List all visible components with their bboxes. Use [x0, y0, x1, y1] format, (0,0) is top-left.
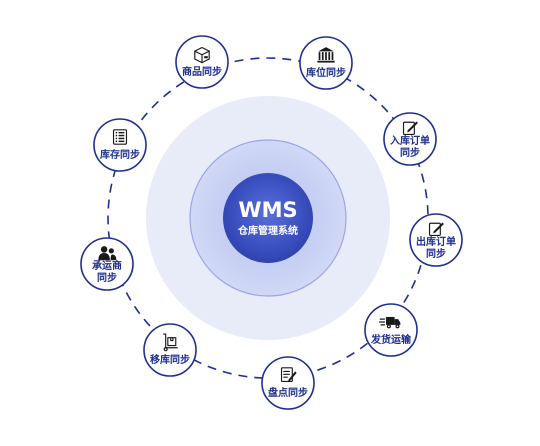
node-label: 库存同步	[100, 148, 140, 161]
node-delivery[interactable]: 发货运输	[364, 303, 418, 357]
node-label: 移库同步	[150, 353, 190, 366]
node-circle	[143, 323, 197, 377]
list-icon	[112, 129, 128, 145]
node-location[interactable]: 库位同步	[299, 36, 353, 90]
node-label: 入库订单	[390, 134, 430, 147]
node-goods[interactable]: 商品同步	[175, 35, 229, 89]
box-icon	[194, 46, 210, 64]
truck-icon	[378, 316, 401, 329]
node-circle	[364, 303, 418, 357]
center-core	[223, 173, 313, 263]
node-circle	[383, 112, 437, 166]
users-icon	[98, 246, 117, 261]
node-label: 同步	[426, 247, 446, 260]
node-stock[interactable]: 库存同步	[93, 118, 147, 172]
node-circle	[409, 213, 463, 267]
center-subtitle: 仓库管理系统	[237, 224, 298, 237]
node-label: 同步	[97, 271, 117, 284]
node-circle	[261, 356, 315, 410]
hand-truck-icon	[162, 333, 178, 352]
node-circle	[80, 237, 134, 291]
center-title: WMS	[238, 198, 297, 222]
node-circle	[93, 118, 147, 172]
node-label: 盘点同步	[268, 386, 308, 399]
node-transfer[interactable]: 移库同步	[143, 323, 197, 377]
node-label: 库位同步	[306, 66, 346, 79]
checklist-icon	[280, 367, 297, 383]
node-label: 同步	[400, 146, 420, 159]
node-check[interactable]: 盘点同步	[261, 356, 315, 410]
node-label: 发货运输	[370, 333, 412, 346]
nodes-layer: 商品同步库位同步入库订单同步出库订单同步发货运输盘点同步移库同步承运商同步库存同…	[80, 35, 463, 410]
edit-icon	[428, 222, 444, 237]
node-label: 商品同步	[182, 65, 222, 78]
node-label: 承运商	[92, 259, 122, 272]
edit-icon	[402, 121, 418, 136]
node-circle	[299, 36, 353, 90]
node-label: 出库订单	[416, 235, 456, 248]
bank-icon	[317, 47, 335, 63]
